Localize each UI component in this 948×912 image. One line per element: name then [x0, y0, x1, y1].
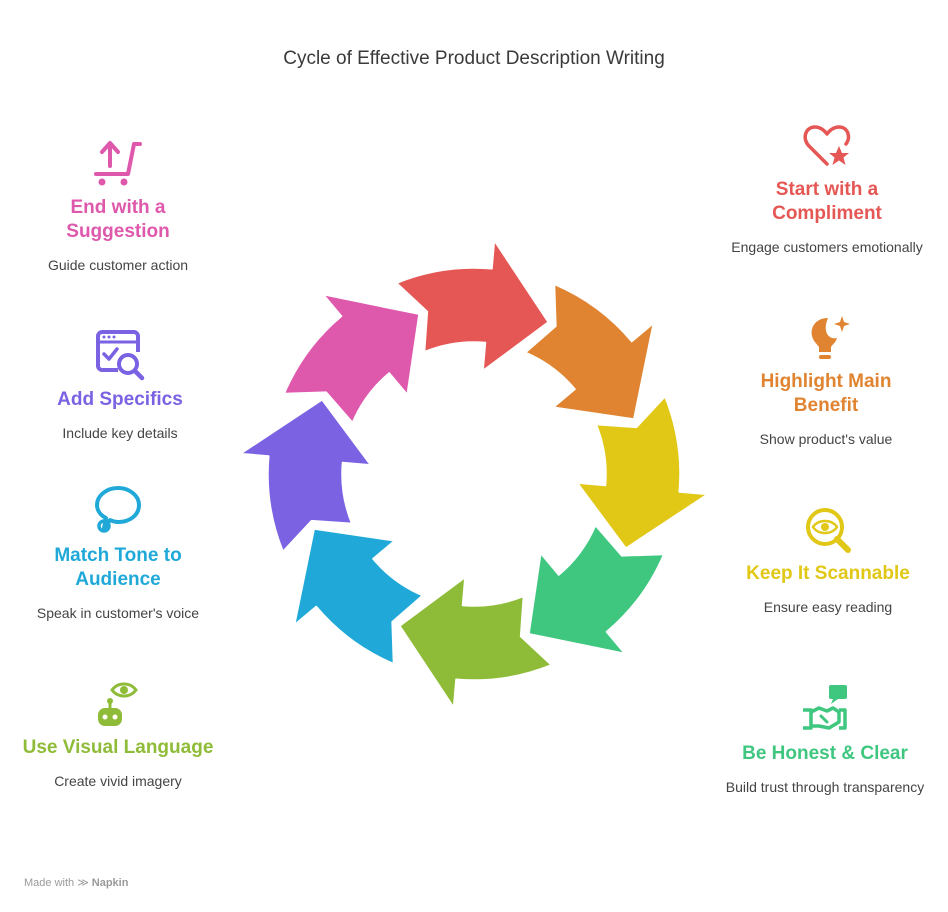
- step-heading: Match Tone to Audience: [54, 545, 182, 590]
- step-description: Speak in customer's voice: [36, 605, 200, 621]
- step-description: Engage customers emotionally: [731, 239, 923, 255]
- napkin-logo-icon: ≫: [77, 877, 89, 889]
- speech-bubble-icon: [95, 486, 141, 533]
- arrow-yellow: [576, 396, 708, 549]
- step-end-with-suggestion: End with a Suggestion Guide customer act…: [18, 136, 218, 274]
- step-be-honest-clear: Be Honest & Clear Build trust through tr…: [725, 682, 925, 796]
- lightbulb-sparkle-icon: [811, 316, 850, 359]
- step-keep-it-scannable: Keep It Scannable Ensure easy reading: [728, 502, 928, 616]
- footer-made-with: Made with: [24, 877, 75, 889]
- step-description: Ensure easy reading: [763, 599, 893, 615]
- handshake-chat-icon: [803, 685, 847, 730]
- step-heading: Keep It Scannable: [746, 563, 910, 584]
- step-heading: Highlight Main Benefit: [760, 371, 892, 416]
- step-description: Show product's value: [759, 431, 893, 447]
- step-heading: Add Specifics: [57, 389, 183, 410]
- step-heading: Start with a Compliment: [772, 179, 882, 224]
- heart-star-icon: [803, 125, 851, 166]
- step-description: Include key details: [62, 425, 178, 441]
- magnifier-eye-icon: [806, 508, 851, 553]
- arrow-green: [528, 524, 665, 655]
- step-description: Build trust through transparency: [725, 779, 925, 795]
- step-description: Guide customer action: [47, 257, 189, 273]
- arrow-red: [396, 240, 549, 372]
- step-use-visual-language: Use Visual Language Create vivid imagery: [18, 676, 218, 790]
- step-heading: End with a Suggestion: [66, 197, 170, 242]
- step-start-with-compliment: Start with a Compliment Engage customers…: [727, 118, 927, 256]
- step-heading: Use Visual Language: [22, 737, 214, 758]
- step-heading: Be Honest & Clear: [742, 743, 908, 764]
- footer-attribution: Made with ≫ Napkin: [24, 876, 128, 889]
- arrow-pink: [283, 293, 420, 424]
- robot-eye-icon: [98, 682, 138, 726]
- step-description: Create vivid imagery: [54, 773, 182, 789]
- cart-arrow-icon: [94, 141, 142, 186]
- browser-search-icon: [96, 330, 145, 381]
- step-highlight-main-benefit: Highlight Main Benefit Show product's va…: [726, 310, 926, 448]
- arrow-olive: [399, 576, 552, 708]
- arrow-orange: [524, 283, 655, 420]
- footer-brand: Napkin: [91, 877, 129, 889]
- step-add-specifics: Add Specifics Include key details: [20, 328, 220, 442]
- arrow-purple: [240, 399, 372, 552]
- diagram-title: Cycle of Effective Product Description W…: [283, 48, 665, 69]
- arrow-blue: [293, 528, 424, 665]
- step-match-tone-to-audience: Match Tone to Audience Speak in customer…: [18, 484, 218, 622]
